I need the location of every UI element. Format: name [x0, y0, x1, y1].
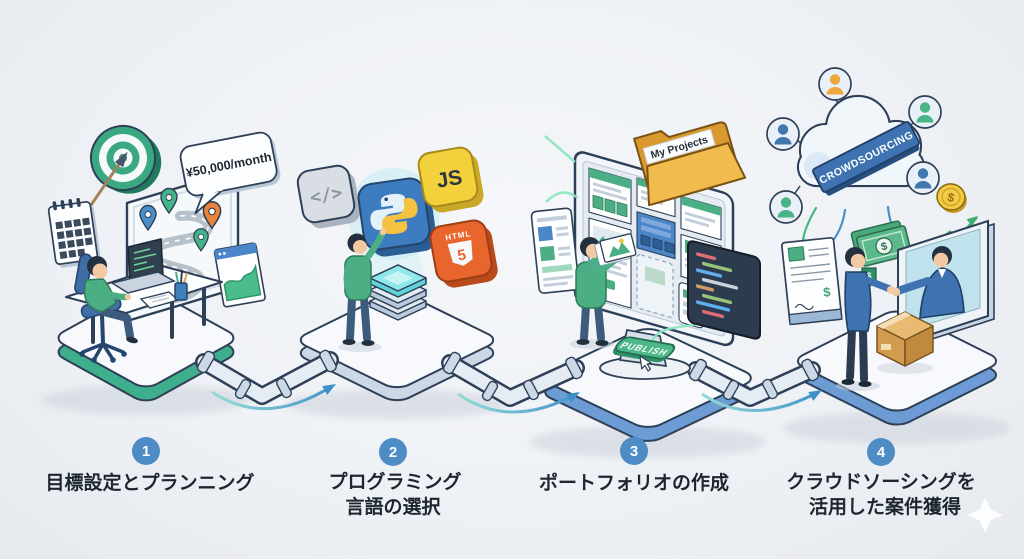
- person-planning: [83, 256, 138, 344]
- person-building-portfolio: [569, 237, 623, 349]
- tag-symbol: $: [866, 271, 871, 281]
- scene-crowdsourcing: CROWDSOURCING $ $: [766, 67, 995, 391]
- avatar-green-right: [908, 95, 942, 129]
- code-cube: </>: [296, 164, 361, 229]
- my-projects-folder: My Projects: [633, 121, 747, 207]
- avatar-blue-right: [906, 161, 940, 195]
- js-label: JS: [435, 166, 464, 193]
- coin-icon: $: [936, 183, 967, 214]
- cursor-icon: [639, 355, 652, 372]
- js-cube: JS: [417, 146, 484, 213]
- avatar-blue-left: [766, 117, 800, 151]
- person-freelancer: [836, 247, 895, 391]
- flow-arrow-2: [457, 392, 577, 414]
- step-markers: 1 目標設定とプランニング 2 プログラミング 言語の選択 3 ポートフォリオの…: [45, 437, 976, 518]
- pipe-2-3: [441, 351, 585, 407]
- scene-goal-planning: ¥50,000/month: [47, 125, 281, 363]
- avatar-green-bottom: [769, 190, 803, 224]
- contract-symbol: $: [823, 284, 833, 300]
- html5-shield-icon: [447, 240, 473, 266]
- step-label-3: ポートフォリオの作成: [539, 471, 729, 494]
- package-box-icon: [876, 311, 934, 374]
- pipe-3-4: [687, 358, 821, 407]
- step-number-1: 1: [142, 443, 150, 460]
- bill-symbol: $: [880, 240, 889, 253]
- publish-button: PUBLISH: [612, 336, 676, 363]
- python-logo-icon: [370, 193, 418, 235]
- image-card: [594, 233, 637, 267]
- calendar-icon: [47, 197, 101, 268]
- hologram-stack: [369, 264, 427, 321]
- step-label-2b: 言語の選択: [345, 495, 441, 518]
- step-marker-1: 1 目標設定とプランニング: [45, 437, 255, 494]
- code-editor-panel: [687, 240, 761, 340]
- person-choosing-language: [338, 228, 387, 352]
- step-marker-3: 3 ポートフォリオの作成: [539, 437, 729, 494]
- scene-language-selection: </> JS HTML 5: [296, 146, 498, 352]
- step-marker-4: 4 クラウドソーシングを 活用した案件獲得: [786, 438, 976, 518]
- step-label-2: プログラミング: [328, 470, 461, 493]
- html-version: 5: [456, 246, 467, 264]
- flow-arrows: [211, 384, 822, 414]
- python-cube: [357, 177, 437, 257]
- portfolio-monitor: [573, 151, 735, 347]
- step-marker-2: 2 プログラミング 言語の選択: [328, 438, 462, 518]
- step-number-3: 3: [630, 443, 638, 460]
- sparkle-icon: [967, 497, 1003, 533]
- income-goal-bubble: ¥50,000/month: [179, 131, 281, 215]
- step-number-2: 2: [389, 444, 397, 461]
- pencil-cup-icon: [174, 269, 188, 301]
- growth-chart-window: [213, 242, 266, 308]
- step-number-4: 4: [877, 444, 886, 461]
- target-icon: [73, 125, 162, 221]
- step-label-4b: 活用した案件獲得: [809, 495, 961, 518]
- contract-document: $: [780, 236, 843, 326]
- step-label-1: 目標設定とプランニング: [45, 471, 254, 494]
- laptop-icon: [110, 237, 176, 294]
- pipe-1-2: [195, 349, 339, 405]
- platform-shadows: [42, 385, 1011, 458]
- client-screen: [891, 219, 995, 350]
- side-card-panel: [530, 207, 580, 294]
- avatar-orange: [818, 67, 852, 101]
- scene-portfolio: My Projects PUBLISH: [530, 121, 761, 380]
- html-label: HTML: [445, 229, 472, 242]
- flow-arrow-1: [211, 384, 333, 410]
- flow-arrow-3: [701, 390, 819, 412]
- coin-symbol: $: [946, 190, 956, 205]
- html5-cube: HTML 5: [429, 219, 498, 288]
- step-label-4: クラウドソーシングを: [786, 470, 976, 493]
